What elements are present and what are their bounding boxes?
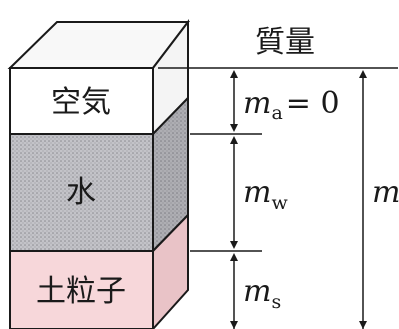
water-mass-symbol: mw: [243, 175, 288, 214]
soil-phase-label: 土粒子: [36, 274, 126, 309]
total-mass-symbol: m: [372, 175, 399, 210]
soil-mass-dimension: [230, 253, 238, 329]
soil-mass-symbol: ms: [243, 274, 281, 313]
air-phase-label: 空気: [51, 85, 111, 120]
soil-front-face: [9, 250, 154, 329]
water-front-face: [9, 133, 154, 252]
water-phase-label: 水: [66, 175, 96, 210]
water-mass-dimension: [230, 136, 238, 249]
total-mass-dimension: [359, 70, 367, 329]
air-mass-symbol: ma= 0: [243, 86, 340, 124]
air-mass-dimension: [230, 70, 238, 132]
mass-header-label: 質量: [255, 25, 315, 60]
air-front-face: [9, 67, 154, 135]
